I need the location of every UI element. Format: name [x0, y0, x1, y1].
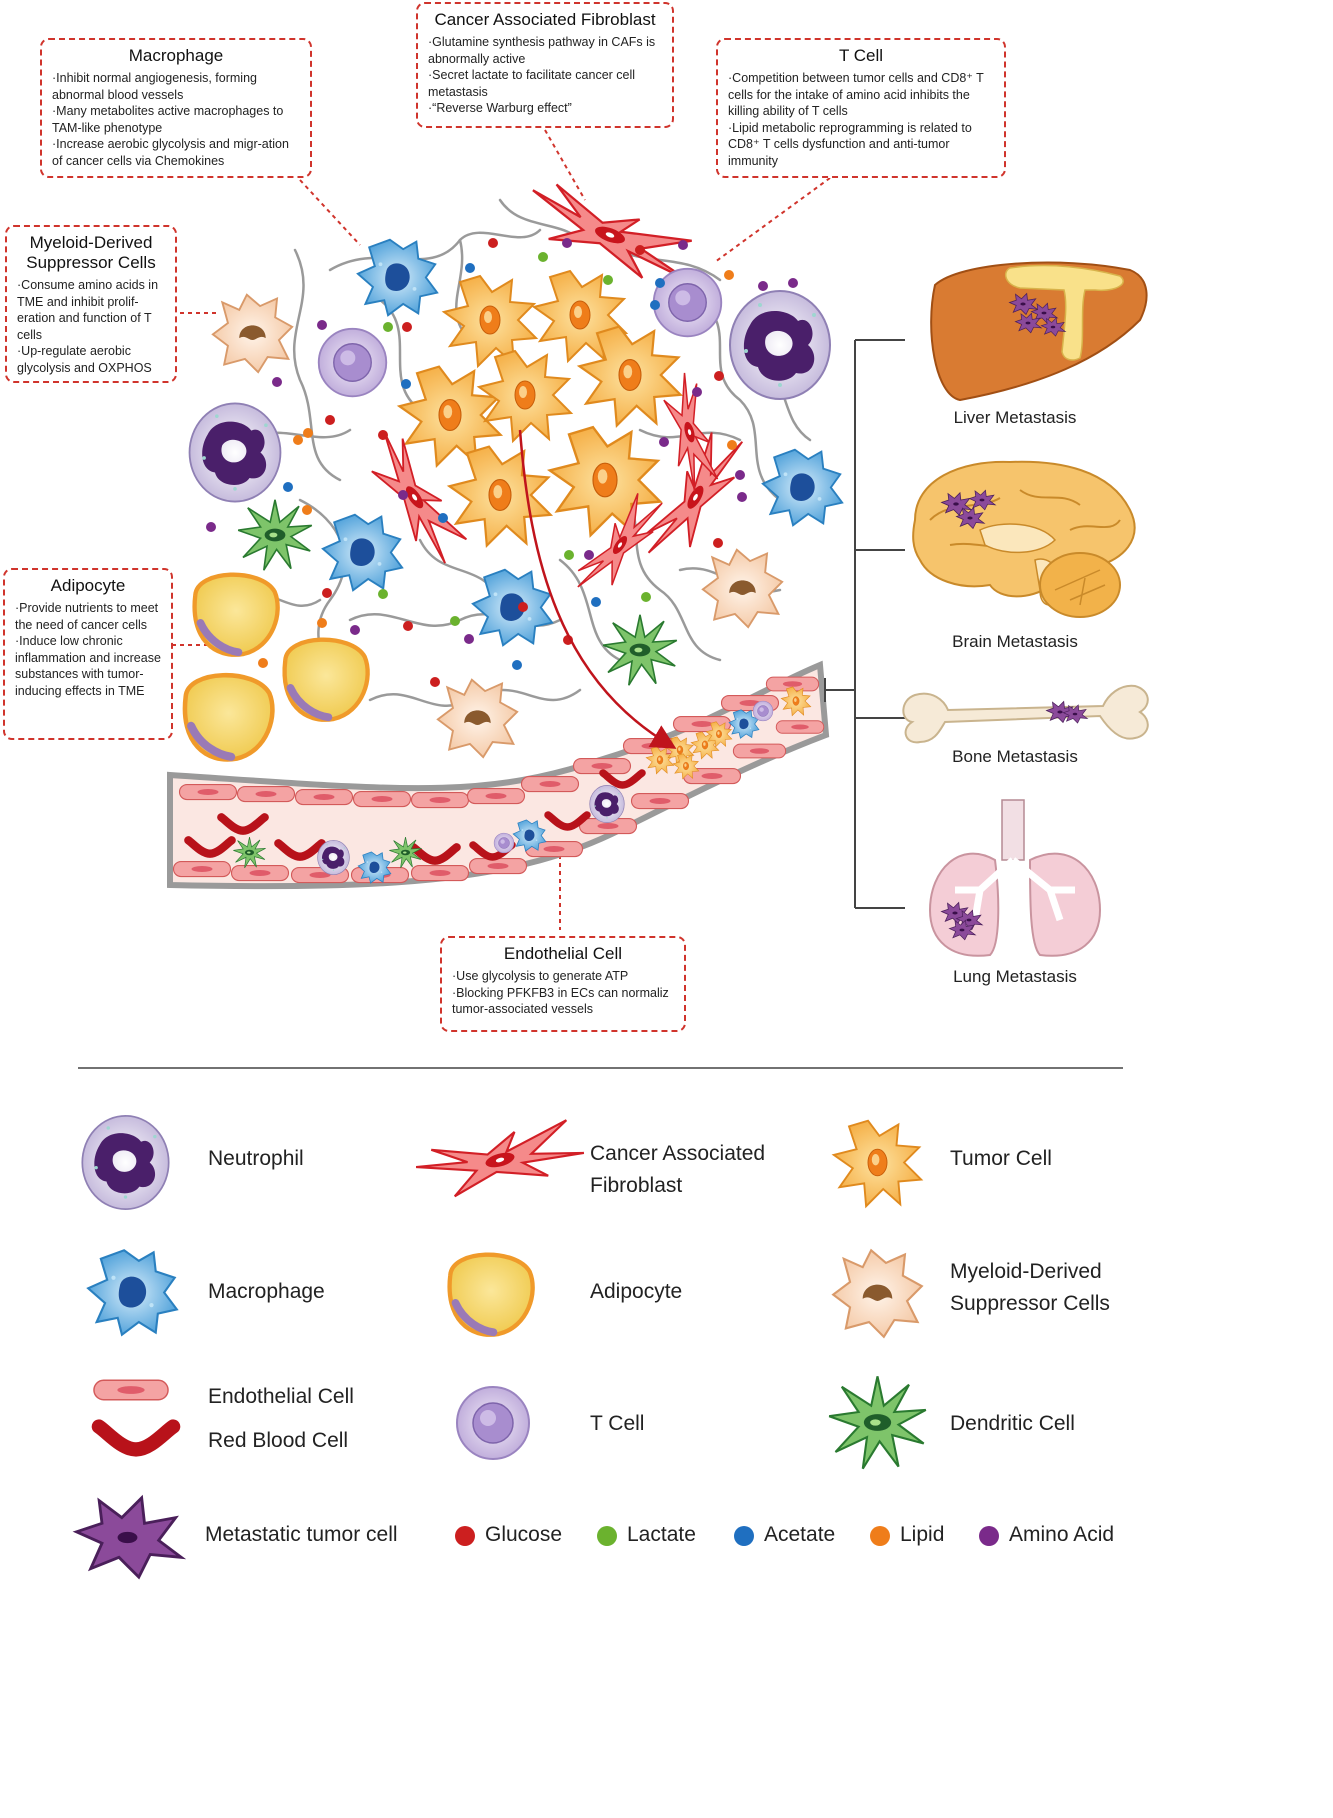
- legend-rbc-icon: [99, 1427, 173, 1450]
- tcell-point: ·Competition between tumor cells and CD8…: [728, 71, 984, 118]
- tcell-point: ·Lipid metabolic reprogramming is relate…: [728, 120, 972, 168]
- legend-endothelial-label: Endothelial Cell: [208, 1385, 354, 1408]
- bone-metastasis-label: Bone Metastasis: [952, 747, 1078, 766]
- legend-macrophage-label: Macrophage: [208, 1280, 325, 1303]
- metabolite-legend: Glucose Lactate Acetate Lipid Amino Acid: [455, 1522, 1135, 1556]
- legend-dendritic-label: Dendritic Cell: [950, 1412, 1075, 1435]
- metabolite-dots: [206, 238, 798, 687]
- endothelial-box-title: Endothelial Cell: [503, 944, 623, 963]
- legend-neutrophil-label: Neutrophil: [208, 1147, 304, 1170]
- caf-point: ·“Reverse Warburg effect”: [428, 101, 572, 115]
- blood-vessel: [167, 660, 830, 890]
- mdsc-point: ·Consume amino acids in TME and inhibit …: [17, 278, 159, 342]
- adipocyte-point: ·Induce low chronic inflammation and inc…: [15, 634, 161, 698]
- adipocyte-point: ·Provide nutrients to meet the need of c…: [15, 601, 159, 632]
- adipocyte-cell: [285, 640, 368, 720]
- mdsc-box: Myeloid-Derived Suppressor Cells ·Consum…: [5, 225, 177, 383]
- macrophage-box-title: Macrophage: [128, 46, 224, 65]
- tcell-box: T Cell ·Competition between tumor cells …: [716, 38, 1006, 178]
- endothelial-box: Endothelial Cell ·Use glycolysis to gene…: [440, 936, 686, 1032]
- mdsc-point: ·Up-regulate aerobic glycolysis and OXPH…: [17, 344, 152, 375]
- endothelial-point: ·Use glycolysis to generate ATP: [452, 969, 629, 983]
- legend-tcell-label: T Cell: [590, 1412, 645, 1435]
- mdsc-cell: [701, 548, 784, 629]
- tme-cells: [185, 176, 844, 760]
- dendritic-cell: [237, 498, 313, 572]
- acetate-label: Acetate: [764, 1523, 836, 1546]
- macrophage-box: Macrophage ·Inhibit normal angiogenesis,…: [40, 38, 312, 178]
- legend-adipocyte-label: Adipocyte: [590, 1280, 683, 1303]
- legend-tumor-label: Tumor Cell: [950, 1147, 1052, 1170]
- acetate-dot-icon: [734, 1526, 754, 1546]
- legend-caf-label: Cancer Associated Fibroblast: [590, 1142, 766, 1197]
- mdsc-cell: [436, 678, 519, 759]
- lung-organ: [928, 799, 1102, 957]
- legend-neutrophil-icon: [81, 1115, 170, 1210]
- caf-box: Cancer Associated Fibroblast ·Glutamine …: [416, 2, 674, 128]
- macrophage-point: ·Increase aerobic glycolysis and migr-at…: [52, 137, 289, 168]
- metastasis-bracket: [824, 339, 905, 909]
- macrophage-cell: [321, 513, 404, 592]
- lactate-dot-icon: [597, 1526, 617, 1546]
- lipid-dot-icon: [870, 1526, 890, 1546]
- legend-icons: [75, 1110, 927, 1579]
- lung-metastasis-label: Lung Metastasis: [953, 967, 1077, 986]
- dendritic-cell: [602, 613, 678, 687]
- legend-macrophage-icon: [87, 1249, 178, 1336]
- t-cell: [493, 832, 515, 854]
- lactate-label: Lactate: [627, 1523, 696, 1546]
- tumor-cell: [448, 445, 552, 547]
- legend-rbc-label: Red Blood Cell: [208, 1429, 349, 1452]
- legend-tumor-icon: [832, 1119, 923, 1208]
- amino-acid-label: Amino Acid: [1009, 1523, 1115, 1546]
- adipocyte-cell: [185, 675, 272, 759]
- legend-metastatic-label: Metastatic tumor cell: [205, 1523, 398, 1546]
- legend-caf-icon: [411, 1110, 589, 1210]
- endothelial-point: ·Blocking PFKFB3 in ECs can normaliz tum…: [452, 985, 669, 1017]
- brain-metastasis-label: Brain Metastasis: [952, 632, 1078, 651]
- legend-mdsc-icon: [832, 1249, 923, 1338]
- brain-organ: [912, 460, 1136, 618]
- macrophage-cell: [471, 568, 554, 647]
- legend-tcell-icon: [456, 1386, 530, 1460]
- neutrophil-cell: [317, 839, 350, 876]
- mdsc-cell: [211, 293, 294, 374]
- t-cell: [317, 327, 388, 398]
- legend-mdsc-label: Myeloid-Derived Suppressor Cells: [950, 1260, 1110, 1315]
- neutrophil-cell: [589, 785, 625, 823]
- macrophage-point: ·Many metabolites active macrophages to …: [52, 104, 284, 135]
- macrophage-cell: [356, 238, 439, 317]
- caf-box-title: Cancer Associated Fibroblast: [434, 10, 656, 29]
- neutrophil-cell: [188, 402, 282, 503]
- adipocyte-box: Adipocyte ·Provide nutrients to meet the…: [3, 568, 173, 740]
- metastasis-arrow: [518, 429, 677, 749]
- liver-metastasis-label: Liver Metastasis: [953, 408, 1077, 427]
- t-cell: [752, 700, 774, 722]
- neutrophil-cell: [729, 290, 831, 400]
- adipocyte-box-title: Adipocyte: [50, 576, 126, 595]
- legend-dendritic-icon: [828, 1375, 927, 1470]
- macrophage-point: ·Inhibit normal angiogenesis, forming ab…: [52, 71, 257, 102]
- legend-adipocyte-icon: [450, 1255, 533, 1335]
- lipid-label: Lipid: [900, 1523, 945, 1546]
- legend-endothelial-icon: [93, 1379, 169, 1401]
- adipocyte-cell: [195, 575, 278, 655]
- liver-organ: [930, 261, 1148, 402]
- amino-acid-dot-icon: [979, 1526, 999, 1546]
- legend-metastatic-icon: [75, 1496, 183, 1579]
- mdsc-box-title: Myeloid-Derived Suppressor Cells: [26, 233, 156, 272]
- bone-organ: [902, 684, 1149, 744]
- glucose-dot-icon: [455, 1526, 475, 1546]
- macrophage-cell: [761, 448, 844, 527]
- t-cell: [652, 267, 723, 338]
- tcell-box-title: T Cell: [838, 46, 884, 65]
- glucose-label: Glucose: [485, 1523, 563, 1546]
- caf-point: ·Secret lactate to facilitate cancer cel…: [428, 68, 636, 99]
- caf-point: ·Glutamine synthesis pathway in CAFs is …: [428, 35, 656, 66]
